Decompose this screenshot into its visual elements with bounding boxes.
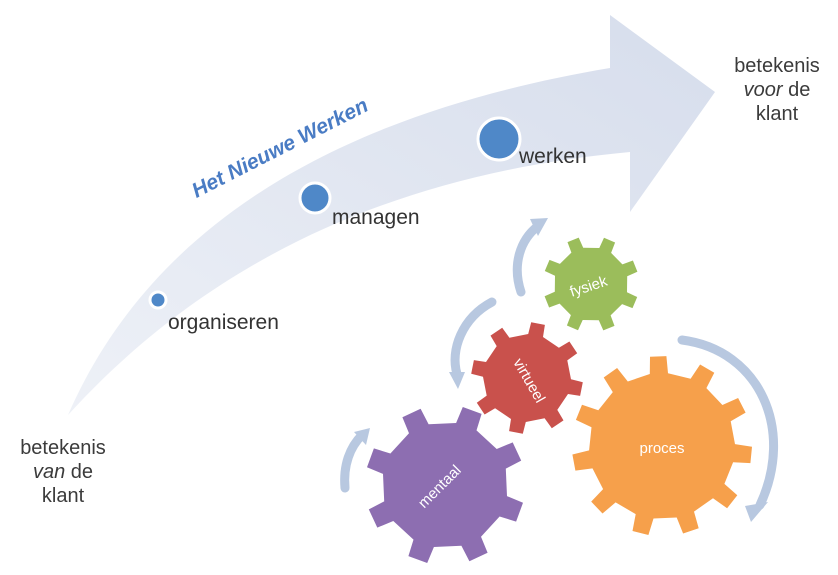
rotation-arrow-bottom-left [340,430,367,493]
rotation-arrow-top [512,221,543,297]
step-dots [148,116,522,310]
step-dot-managen [298,181,332,215]
rotation-arrow-right [677,335,779,510]
end-label: betekenis voor de klant [722,54,832,126]
end-label-line3: klant [755,103,799,125]
step-label-organiseren: organiseren [168,311,279,334]
gear-label-proces: proces [639,440,684,457]
end-label-line2: voor de [722,78,832,102]
step-dot-werken [476,116,522,162]
gear-fysiek-icon [544,237,638,331]
start-label-emphasis: van [32,461,66,483]
gear-virtueel-icon [471,322,583,434]
step-label-werken: werken [519,145,587,168]
start-label-line3: klant [41,485,85,507]
gear-fysiek: fysiek [544,237,638,331]
rotation-arrow-left [450,297,497,379]
end-label-line1: betekenis [734,55,820,77]
start-label: betekenis van de klant [8,436,118,508]
start-label-line2: van de [8,460,118,484]
gear-proces: proces [572,356,752,535]
start-label-line2-rest: de [65,461,94,483]
end-label-emphasis: voor [743,79,783,101]
gear-virtueel: virtueel [471,322,583,434]
gear-mentaal: mentaal [367,407,523,563]
step-dot-organiseren [148,290,168,310]
start-label-line1: betekenis [20,437,106,459]
gear-proces-icon [572,356,752,535]
rotation-arrows [340,221,779,510]
big-curved-arrow [68,15,715,415]
rotation-arrowheads [354,218,768,522]
end-label-line2-rest: de [782,79,811,101]
gear-mentaal-icon [367,407,523,563]
step-label-managen: managen [332,206,420,229]
